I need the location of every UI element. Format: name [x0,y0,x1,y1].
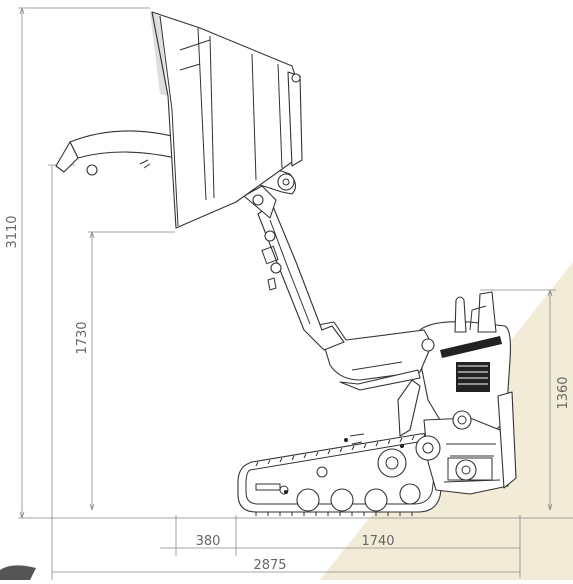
engine-body [419,291,517,495]
corner-mark [0,565,36,580]
chassis-details [284,433,441,494]
dim-dump-height: 1730 [75,321,90,354]
dim-machine-height: 1360 [556,376,571,409]
machine-drawing [55,11,517,516]
lift-arm [243,185,345,351]
dim-overall-length: 2875 [253,558,286,573]
track-assembly [237,431,447,516]
dim-track-length: 1740 [361,534,394,549]
dimension-lines [18,7,573,580]
dump-hopper [150,11,303,229]
lower-boom [317,321,435,437]
dim-overall-height: 3110 [5,215,20,248]
dim-front-overhang: 380 [196,534,221,549]
